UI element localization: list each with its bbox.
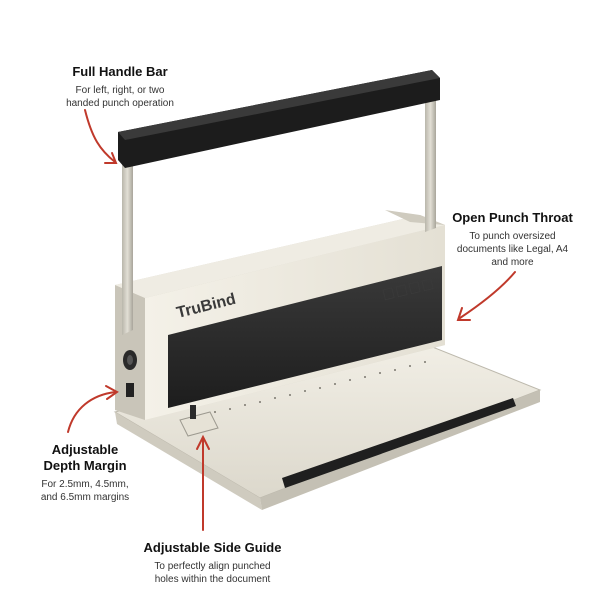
description-line: documents like Legal, A4 — [456, 244, 569, 255]
arrow-handle-head — [104, 152, 118, 164]
callout-description: For 2.5mm, 4.5mm, and 6.5mm margins — [20, 478, 150, 504]
punch-body — [115, 210, 445, 420]
side-guide — [179, 405, 219, 437]
pitch-labels — [382, 278, 434, 301]
arrow-throat — [459, 271, 516, 319]
callout-title: Adjustable Side Guide — [143, 540, 282, 555]
description-line: holes within the document — [154, 574, 271, 585]
callout-title: Adjustable Depth Margin — [20, 442, 150, 474]
ruler-dots — [214, 361, 426, 413]
callout-side-guide: Adjustable Side Guide To perfectly align… — [125, 540, 300, 586]
description-line: and more — [491, 257, 534, 268]
description-line: For left, right, or two — [75, 85, 165, 96]
callout-description: For left, right, or two handed punch ope… — [45, 84, 195, 110]
callout-description: To perfectly align punched holes within … — [125, 560, 300, 586]
arrow-guide-head — [196, 434, 210, 450]
callout-description: To punch oversized documents like Legal,… — [450, 230, 575, 269]
handle-bar — [118, 70, 440, 168]
callout-arrows — [67, 109, 516, 531]
description-line: To perfectly align punched — [154, 561, 271, 572]
dark-front-panel — [168, 266, 442, 408]
handle-pole-left — [122, 133, 133, 335]
callout-title: Full Handle Bar — [72, 64, 168, 79]
callout-depth-margin: Adjustable Depth Margin For 2.5mm, 4.5mm… — [20, 442, 150, 504]
callout-handle-bar: Full Handle Bar For left, right, or two … — [45, 64, 195, 110]
description-line: handed punch operation — [66, 98, 174, 109]
title-line: Adjustable — [51, 442, 119, 457]
callout-title: Open Punch Throat — [452, 210, 573, 225]
title-line: Depth Margin — [43, 458, 127, 473]
callout-punch-throat: Open Punch Throat To punch oversized doc… — [450, 210, 575, 269]
front-grip-strip — [282, 398, 516, 488]
arrow-depth-head — [105, 385, 119, 400]
arrow-handle — [84, 109, 116, 163]
handle-pole-right — [425, 93, 436, 232]
description-line: For 2.5mm, 4.5mm, — [41, 479, 129, 490]
arrow-depth — [67, 391, 116, 433]
description-line: and 6.5mm margins — [40, 492, 130, 503]
depth-knob — [123, 350, 137, 397]
description-line: To punch oversized — [469, 231, 556, 242]
arrow-throat-head — [456, 307, 471, 321]
